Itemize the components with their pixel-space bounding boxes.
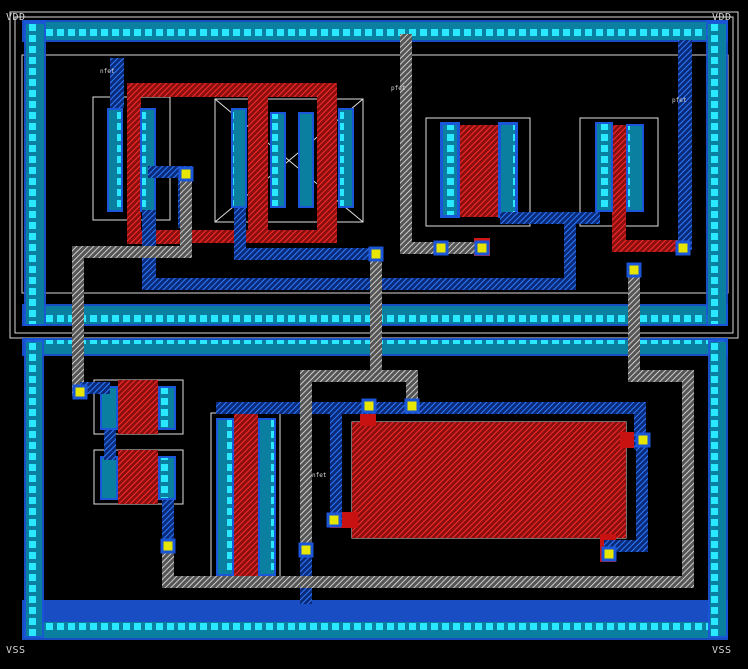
device-label-d: nfet xyxy=(312,472,327,479)
poly-top xyxy=(127,83,686,256)
diffusion-bottom xyxy=(100,386,276,576)
metal2-top xyxy=(72,34,640,396)
vss-label-left: VSS xyxy=(6,645,26,656)
device-label-a: nfet xyxy=(100,68,115,75)
device-label-c: pfet xyxy=(672,97,687,104)
diffusion-top xyxy=(107,108,644,218)
vdd-label-right: VDD xyxy=(712,12,732,23)
vias-bottom xyxy=(72,384,651,562)
vss-label-right: VSS xyxy=(712,645,732,656)
device-label-b: pfet xyxy=(391,85,406,92)
vias-top xyxy=(178,166,691,278)
metal2-bottom xyxy=(162,370,694,588)
poly-bottom xyxy=(118,380,646,579)
vdd-rail xyxy=(22,20,728,326)
vdd-label-left: VDD xyxy=(6,12,26,23)
device-outlines-top xyxy=(92,96,659,227)
